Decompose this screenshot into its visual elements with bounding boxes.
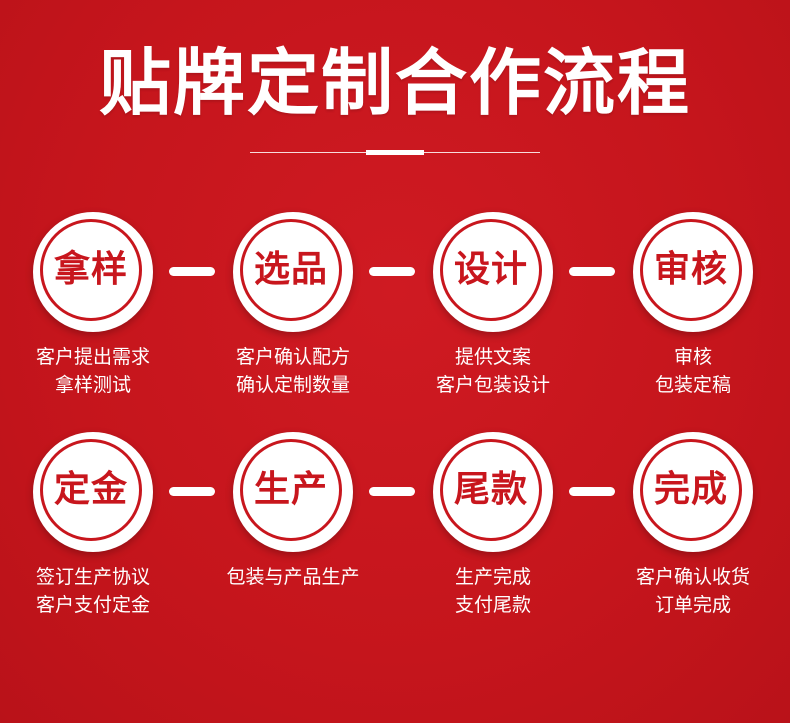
connector-line xyxy=(569,267,615,276)
step-description-line: 支付尾款 xyxy=(454,594,531,616)
step-title: 设计 xyxy=(453,249,528,290)
step-production: 生产 包装与产品生产 xyxy=(203,432,383,632)
title-divider-accent xyxy=(366,150,424,155)
step-title: 拿样 xyxy=(53,249,128,290)
step-description-line: 拿样测试 xyxy=(54,374,131,396)
step-description: 客户确认收货 订单完成 xyxy=(603,563,783,619)
step-description: 客户提出需求 拿样测试 xyxy=(3,343,183,399)
step-description-line: 客户包装设计 xyxy=(435,374,550,396)
step-description-line: 订单完成 xyxy=(654,594,731,616)
step-description-line: 签订生产协议 xyxy=(35,566,150,588)
step-badge: 尾款 xyxy=(433,432,553,552)
step-description: 包装与产品生产 xyxy=(203,563,383,591)
step-title: 审核 xyxy=(653,249,728,290)
step-description-line: 包装与产品生产 xyxy=(226,566,360,588)
step-badge: 设计 xyxy=(433,212,553,332)
page-title: 贴牌定制合作流程 xyxy=(98,41,691,125)
step-description-line: 包装定稿 xyxy=(654,374,731,396)
step-description: 生产完成 支付尾款 xyxy=(403,563,583,619)
step-sample: 拿样 客户提出需求 拿样测试 xyxy=(3,212,183,412)
step-title: 选品 xyxy=(253,249,328,290)
connector-line xyxy=(369,487,415,496)
step-badge: 生产 xyxy=(233,432,353,552)
step-badge: 审核 xyxy=(633,212,753,332)
step-description-line: 提供文案 xyxy=(454,346,531,368)
step-badge: 完成 xyxy=(633,432,753,552)
step-badge: 拿样 xyxy=(33,212,153,332)
connector-line xyxy=(569,487,615,496)
step-description: 审核 包装定稿 xyxy=(603,343,783,399)
step-description-line: 客户确认收货 xyxy=(635,566,750,588)
step-title: 定金 xyxy=(53,469,128,510)
step-description-line: 确认定制数量 xyxy=(235,374,350,396)
connector-line xyxy=(369,267,415,276)
step-description-line: 客户确认配方 xyxy=(235,346,350,368)
connector-line xyxy=(169,267,215,276)
step-description: 签订生产协议 客户支付定金 xyxy=(3,563,183,619)
step-description-line: 生产完成 xyxy=(454,566,531,588)
step-description-line: 客户提出需求 xyxy=(35,346,150,368)
step-title: 尾款 xyxy=(453,469,528,510)
step-design: 设计 提供文案 客户包装设计 xyxy=(403,212,583,412)
step-complete: 完成 客户确认收货 订单完成 xyxy=(603,432,783,632)
step-badge: 定金 xyxy=(33,432,153,552)
step-select: 选品 客户确认配方 确认定制数量 xyxy=(203,212,383,412)
step-final-payment: 尾款 生产完成 支付尾款 xyxy=(403,432,583,632)
step-badge: 选品 xyxy=(233,212,353,332)
step-description: 客户确认配方 确认定制数量 xyxy=(203,343,383,399)
step-description-line: 客户支付定金 xyxy=(35,594,150,616)
step-description-line: 审核 xyxy=(673,346,712,368)
step-deposit: 定金 签订生产协议 客户支付定金 xyxy=(3,432,183,632)
step-review: 审核 审核 包装定稿 xyxy=(603,212,783,412)
step-description: 提供文案 客户包装设计 xyxy=(403,343,583,399)
step-title: 生产 xyxy=(253,469,328,510)
step-title: 完成 xyxy=(653,469,728,510)
connector-line xyxy=(169,487,215,496)
